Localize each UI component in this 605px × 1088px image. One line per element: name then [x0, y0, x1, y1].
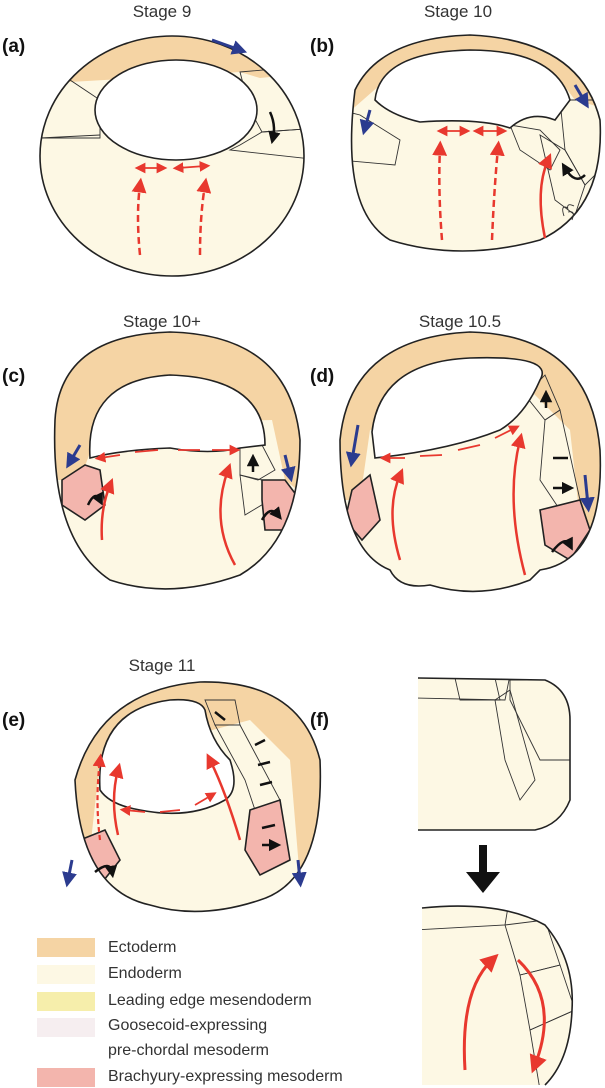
- legend-swatch-leading-edge: [37, 992, 95, 1011]
- legend-label-leading-edge: Leading edge mesendoderm: [108, 992, 312, 1009]
- stage-10plus-title: Stage 10+: [123, 312, 201, 331]
- stage-10-title: Stage 10: [423, 2, 493, 21]
- legend-label-goosecoid: Goosecoid-expressing: [108, 1017, 268, 1034]
- stage-11-title: Stage 11: [128, 656, 196, 675]
- panel-b-embryo: [350, 34, 602, 252]
- panel-f-bottom-detail: [421, 905, 574, 1086]
- panel-f-top-detail: [417, 677, 571, 831]
- legend-swatch-ectoderm: [37, 938, 95, 957]
- transition-arrowhead-icon: [466, 872, 500, 893]
- panel-e-embryo: [62, 681, 322, 913]
- legend-label-goosecoid-line2: pre-chordal mesoderm: [108, 1042, 269, 1059]
- legend-label-ectoderm: Ectoderm: [108, 939, 177, 956]
- legend-swatch-brachyury: [37, 1068, 95, 1087]
- panel-d-embryo: [339, 331, 602, 593]
- panel-label-a: (a): [2, 36, 26, 57]
- panel-label-e: (e): [2, 710, 26, 731]
- panel-label-f: (f): [310, 710, 329, 731]
- legend-swatch-endoderm: [37, 965, 95, 984]
- legend-label-brachyury: Brachyury-expressing mesoderm: [108, 1068, 343, 1085]
- panel-c-embryo: [53, 331, 301, 590]
- stage-10-5-title: Stage 10.5: [418, 312, 502, 331]
- stage-9-title: Stage 9: [132, 2, 192, 21]
- legend-swatch-goosecoid: [37, 1018, 95, 1037]
- panel-a-embryo: [39, 35, 305, 277]
- panel-label-b: (b): [310, 36, 335, 57]
- panel-label-c: (c): [2, 366, 26, 387]
- panel-label-d: (d): [310, 366, 335, 387]
- legend-label-endoderm: Endoderm: [108, 965, 182, 982]
